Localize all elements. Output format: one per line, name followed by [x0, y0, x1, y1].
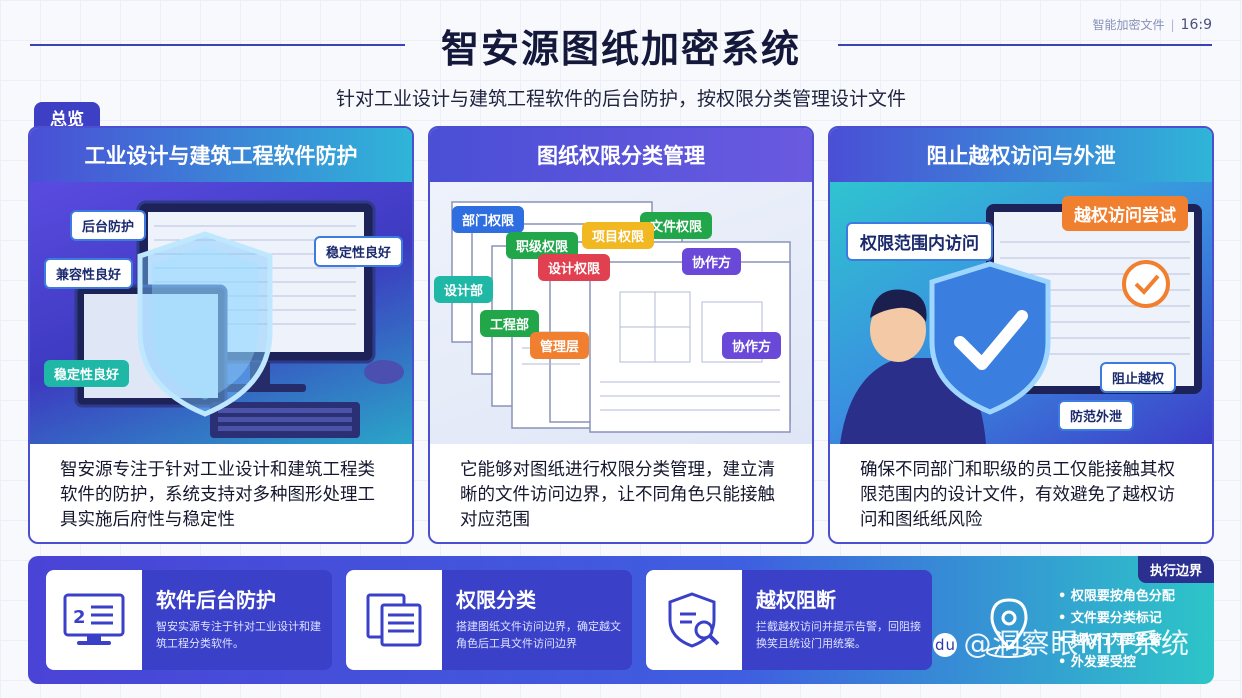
- computer-shield-icon: [74, 200, 404, 438]
- card-description: 智安实源专注于针对工业设计和建筑工程分类软件。: [156, 620, 321, 650]
- card-backend-protection: 2 软件后台防护 智安实源专注于针对工业设计和建筑工程分类软件。: [46, 570, 332, 670]
- chip-authorized-access: 权限范围内访问: [846, 222, 993, 261]
- documents-icon: [346, 570, 442, 670]
- chip-block-unauthorized: 阻止越权: [1100, 362, 1177, 393]
- location-pin-icon: [986, 598, 1032, 658]
- header-line-right: [838, 44, 1212, 46]
- list-item: 文件要分类标记: [1058, 608, 1175, 630]
- chip-collaborator: 协作方: [682, 248, 742, 275]
- panel-description: 它能够对图纸进行权限分类管理，建立清晰的文件访问边界，让不同角色只能接触对应范围: [460, 460, 775, 530]
- illustration-person-shield: 越权访问尝试 权限范围内访问 阻止越权 防范外泄: [830, 182, 1212, 444]
- watermark-text: @洞察眼MIT系统: [963, 627, 1190, 660]
- shield-search-icon: [646, 570, 742, 670]
- page-subtitle: 针对工业设计与建筑工程软件的后台防护，按权限分类管理设计文件: [335, 88, 906, 110]
- chip-collaborator-2: 协作方: [722, 332, 782, 359]
- summary-strip: 2 软件后台防护 智安实源专注于针对工业设计和建筑工程分类软件。 权限分类 搭建…: [28, 556, 1214, 684]
- panel-description: 确保不同部门和职级的员工仅能接触其权限范围内的设计文件，有效避免了越权访问和图纸…: [860, 460, 1175, 530]
- chip-backend-protection: 后台防护: [70, 210, 147, 241]
- illustration-computer-shield: 后台防护 稳定性良好 兼容性良好 稳定性良好: [30, 182, 412, 444]
- panel-permission-management: 图纸权限分类管理 部门: [428, 126, 814, 544]
- card-title: 权限分类: [456, 588, 536, 612]
- chip-project-permission: 项目权限: [582, 222, 655, 249]
- watermark: du@洞察眼MIT系统: [933, 622, 1190, 662]
- list-item: 外发要受控: [1058, 652, 1175, 674]
- page-title: 智安源图纸加密系统: [440, 27, 801, 71]
- list-item: 越权行为要告警: [1058, 630, 1175, 652]
- card-permission-class: 权限分类 搭建图纸文件访问边界，确定越文角色后工具文件访问边界: [346, 570, 632, 670]
- execution-boundary: 执行边界 权限要按角色分配 文件要分类标记 越权行为要告警 外发要受控: [946, 556, 1214, 684]
- chip-stability-2: 稳定性良好: [44, 360, 130, 387]
- chip-department-permission: 部门权限: [452, 206, 525, 233]
- panel-title: 阻止越权访问与外泄: [830, 128, 1212, 182]
- person-shield-icon: [840, 204, 1202, 444]
- card-title: 软件后台防护: [156, 588, 276, 612]
- paw-icon: du: [933, 633, 958, 657]
- corner-text: 智能加密文件: [1092, 18, 1165, 32]
- list-item: 权限要按角色分配: [1058, 586, 1175, 608]
- panel-title: 图纸权限分类管理: [430, 128, 812, 182]
- chip-compatibility: 兼容性良好: [44, 258, 134, 289]
- execution-boundary-list: 权限要按角色分配 文件要分类标记 越权行为要告警 外发要受控: [1058, 586, 1175, 674]
- panel-block-unauthorized: 阻止越权访问与外泄 越权访问尝试 权限范围内访问 阻止越权 防范外泄 确保不同部…: [828, 126, 1214, 544]
- card-description: 搭建图纸文件访问边界，确定越文角色后工具文件访问边界: [456, 620, 621, 650]
- card-description: 拦截越权访问并提示告警，回阻接换笑且统设门用统案。: [756, 620, 921, 650]
- panel-description: 智安源专注于针对工业设计和建筑工程类软件的防护，系统支持对多种图形处理工具实施后…: [60, 460, 375, 530]
- chip-management: 管理层: [530, 332, 590, 359]
- chip-engineering-dept: 工程部: [480, 310, 540, 337]
- card-title: 越权阻断: [756, 588, 836, 612]
- chip-design-permission: 设计权限: [538, 254, 611, 281]
- monitor-list-icon: 2: [46, 570, 142, 670]
- panel-title: 工业设计与建筑工程软件防护: [30, 128, 412, 182]
- header-line-left: [30, 44, 405, 46]
- aspect-ratio: 16:9: [1180, 17, 1212, 33]
- chip-stability: 稳定性良好: [314, 236, 404, 267]
- svg-text:2: 2: [73, 607, 86, 628]
- execution-boundary-tag: 执行边界: [1137, 556, 1214, 583]
- chip-unauthorized-attempt: 越权访问尝试: [1062, 196, 1188, 231]
- panel-software-protection: 工业设计与建筑工程软件防护 后台防护 稳定性良好 兼容性良好: [28, 126, 414, 544]
- chip-prevent-leak: 防范外泄: [1058, 400, 1135, 431]
- card-block-access: 越权阻断 拦截越权访问并提示告警，回阻接换笑且统设门用统案。: [646, 570, 932, 670]
- illustration-drawing-stack: 部门权限 文件权限 职级权限 项目权限 设计权限 协作方 设计部 工程部 管理层…: [430, 182, 812, 444]
- chip-design-dept: 设计部: [434, 276, 494, 303]
- corner-label: 智能加密文件|16:9: [1092, 17, 1212, 33]
